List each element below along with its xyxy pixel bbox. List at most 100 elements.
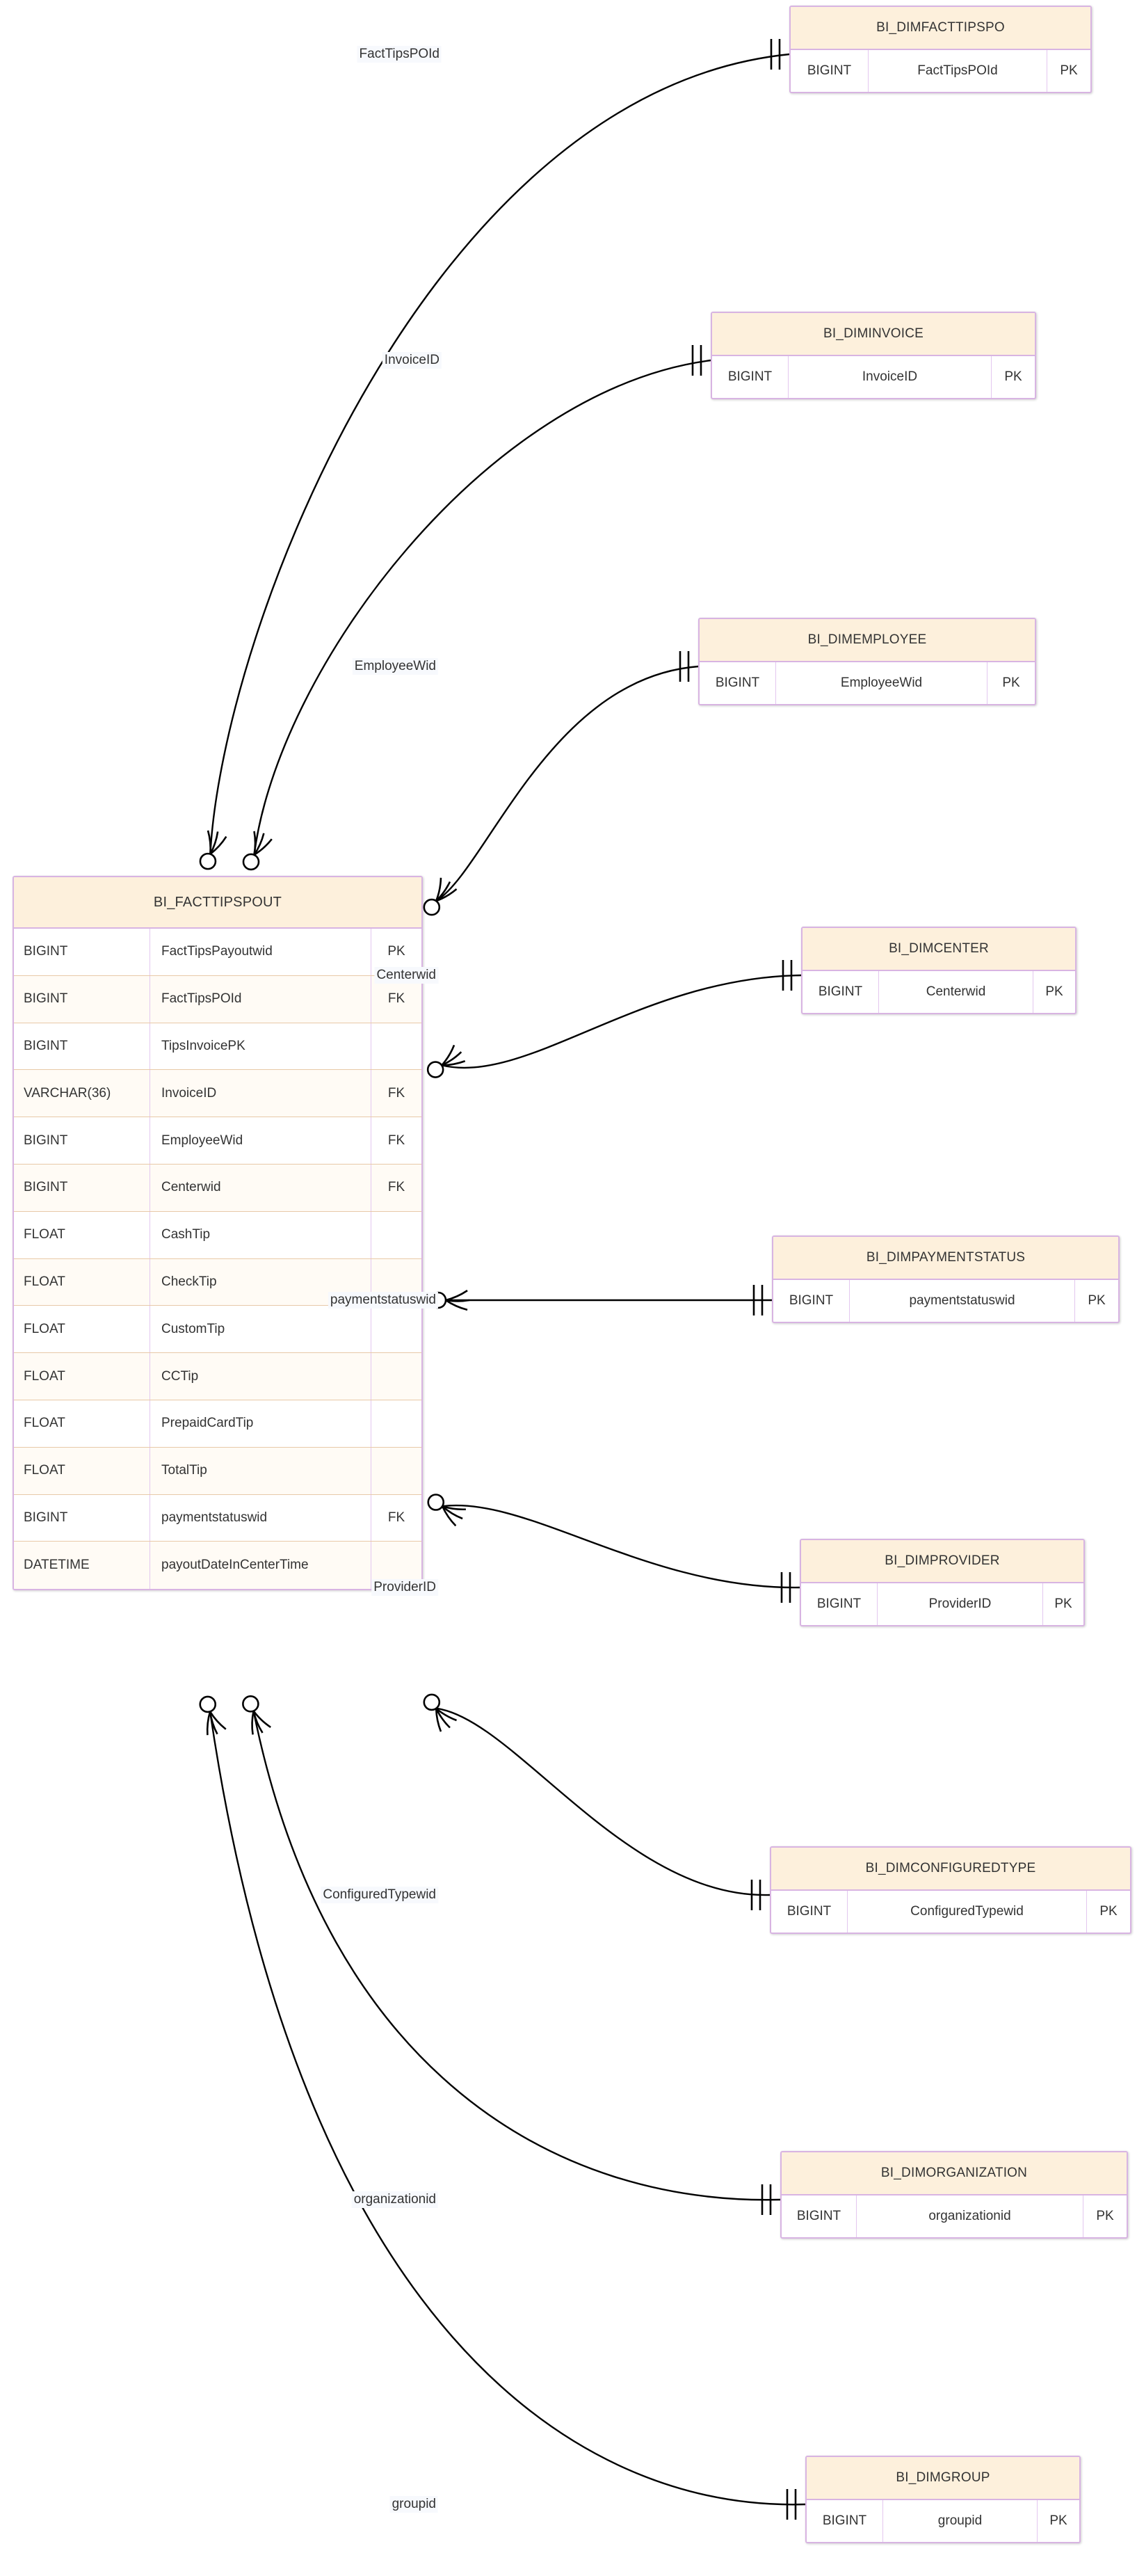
column-name: TotalTip	[150, 1447, 371, 1494]
entity-title: BI_DIMCENTER	[803, 928, 1075, 971]
column-name: EmployeeWid	[150, 1117, 371, 1164]
column-name: paymentstatuswid	[850, 1280, 1075, 1322]
column-name: CashTip	[150, 1211, 371, 1258]
relationship-label-groupid: groupid	[389, 2496, 438, 2513]
column-key-badge: FK	[387, 1085, 405, 1101]
column-datatype: FLOAT	[14, 1211, 150, 1258]
column-name: groupid	[883, 2500, 1038, 2542]
relationship-line-ProviderID	[442, 1504, 800, 1589]
column-name: payoutDateInCenterTime	[150, 1542, 371, 1590]
column-name: FactTipsPayoutwid	[150, 929, 371, 975]
column-datatype: BIGINT	[14, 975, 150, 1023]
relationship-label-Centerwid: Centerwid	[374, 967, 438, 984]
column-name: InvoiceID	[150, 1070, 371, 1117]
entity-title: BI_DIMFACTTIPSPO	[791, 7, 1090, 50]
crows-foot-zero-or-many-InvoiceID	[242, 831, 273, 871]
column-key-badge: PK	[1096, 2209, 1114, 2223]
column-datatype: BIGINT	[801, 1583, 878, 1625]
entity-title: BI_DIMORGANIZATION	[782, 2152, 1127, 2195]
column-key-badge: PK	[1045, 984, 1063, 999]
crows-foot-zero-or-many-EmployeeWid	[423, 877, 458, 916]
column-key-badge: FK	[387, 1510, 405, 1525]
relationship-line-ConfiguredTypewid	[436, 1707, 771, 1896]
column-datatype: BIGINT	[773, 1280, 850, 1322]
column-key-badge: PK	[387, 944, 405, 959]
relationship-label-FactTipsPOId: FactTipsPOId	[357, 46, 442, 63]
column-datatype: FLOAT	[14, 1353, 150, 1400]
column-datatype: BIGINT	[803, 971, 879, 1013]
one-tick-InvoiceID	[691, 345, 702, 376]
column-datatype: FLOAT	[14, 1447, 150, 1494]
column-key-badge: FK	[387, 1180, 405, 1195]
relationship-label-EmployeeWid: EmployeeWid	[352, 658, 438, 675]
column-datatype: BIGINT	[782, 2195, 857, 2237]
entity-title: BI_DIMINVOICE	[712, 313, 1035, 356]
relationship-label-InvoiceID: InvoiceID	[382, 352, 442, 369]
relationship-line-organizationid	[252, 1711, 781, 2201]
column-datatype: DATETIME	[14, 1542, 150, 1590]
column-key-badge: PK	[1004, 369, 1022, 384]
relationship-label-organizationid: organizationid	[351, 2191, 438, 2208]
column-key-badge: PK	[1054, 1597, 1072, 1611]
column-datatype: BIGINT	[14, 1164, 150, 1211]
one-tick-paymentstatuswid	[752, 1285, 764, 1315]
column-datatype: VARCHAR(36)	[14, 1070, 150, 1117]
column-key-badge	[371, 1353, 421, 1400]
column-key-badge: PK	[1002, 675, 1020, 690]
relationship-line-Centerwid	[441, 974, 802, 1069]
column-datatype: BIGINT	[14, 1117, 150, 1164]
column-datatype: FLOAT	[14, 1258, 150, 1306]
column-key-badge: PK	[1060, 63, 1078, 78]
crows-foot-zero-or-many-Centerwid	[426, 1044, 466, 1078]
one-tick-Centerwid	[782, 960, 793, 991]
crows-foot-zero-or-many-ProviderID	[427, 1494, 466, 1527]
entity-title: BI_DIMPROVIDER	[801, 1540, 1083, 1583]
column-datatype: BIGINT	[14, 1023, 150, 1070]
entity-title: BI_DIMEMPLOYEE	[700, 619, 1035, 662]
one-tick-ProviderID	[780, 1572, 791, 1603]
column-key-badge	[371, 1400, 421, 1447]
column-name: FactTipsPOId	[869, 50, 1047, 92]
entity-title: BI_DIMPAYMENTSTATUS	[773, 1237, 1118, 1280]
crows-foot-zero-or-many-groupid	[199, 1695, 227, 1736]
column-datatype: BIGINT	[712, 356, 789, 398]
relationship-label-ConfiguredTypewid: ConfiguredTypewid	[321, 1887, 438, 1903]
entity-column-row[interactable]: VARCHAR(36)InvoiceID FK	[14, 1070, 421, 1118]
one-tick-groupid	[786, 2489, 797, 2520]
column-key-badge	[371, 1023, 421, 1070]
column-name: TipsInvoicePK	[150, 1023, 371, 1070]
column-key-badge: PK	[1088, 1293, 1106, 1308]
entity-title: BI_DIMGROUP	[807, 2457, 1079, 2500]
